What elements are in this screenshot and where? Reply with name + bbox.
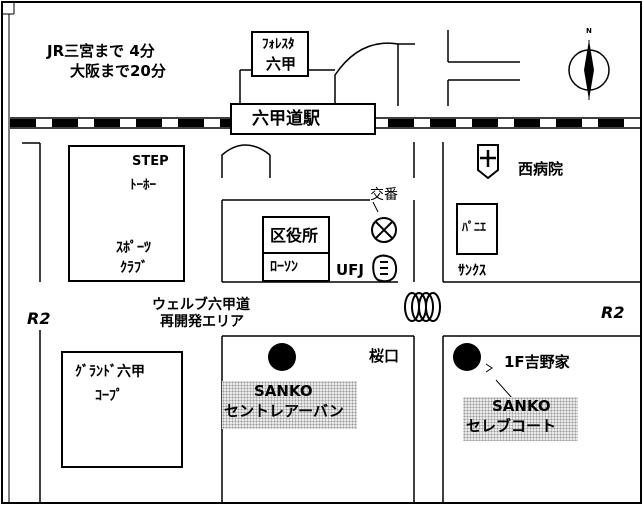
access-line-1: JR三宮まで 4分 bbox=[47, 42, 155, 60]
police-box-icon bbox=[371, 217, 397, 243]
road-r2-left: R2 bbox=[27, 309, 51, 328]
sanko-celeb-area bbox=[463, 397, 578, 441]
panie-label: ﾊﾟﾆｴ bbox=[462, 220, 487, 234]
panie-box: ﾊﾟﾆｴ bbox=[456, 203, 498, 255]
toho-label: ﾄｰﾎｰ bbox=[130, 178, 156, 193]
grand-rokko-box: ｸﾞﾗﾝﾄﾞ六甲 ｺｰﾌﾟ bbox=[61, 351, 183, 468]
station-label: 六甲道駅 bbox=[252, 109, 320, 129]
lawson-label: ﾛｰｿﾝ bbox=[270, 259, 298, 275]
sunkus-label: ｻﾝｸｽ bbox=[458, 263, 486, 279]
sanko-celeb-line-2: セレブコート bbox=[466, 417, 557, 435]
compass-icon bbox=[568, 40, 610, 100]
sanko-central-line-2: セントレアーバン bbox=[224, 402, 344, 420]
koban-label: 交番 bbox=[370, 187, 398, 203]
grand-rokko-line-2: ｺｰﾌﾟ bbox=[95, 388, 123, 404]
sanko-central-marker bbox=[268, 343, 296, 371]
overpass-ovals bbox=[404, 292, 441, 322]
sanko-celeb-marker bbox=[453, 343, 481, 371]
hospital-label: 西病院 bbox=[518, 160, 564, 178]
step-sports-block: STEP ﾄｰﾎｰ ｽﾎﾟｰﾂ ｸﾗﾌﾞ bbox=[68, 145, 185, 282]
bank-icon bbox=[372, 254, 398, 283]
ufj-label: UFJ bbox=[336, 261, 365, 279]
area-line-1: ウェルブ六甲道 bbox=[152, 297, 250, 313]
sports-line-2: ｸﾗﾌﾞ bbox=[120, 260, 148, 276]
forest-rokko-box: ﾌｫﾚｽﾀ 六甲 bbox=[251, 31, 309, 77]
grand-rokko-line-1: ｸﾞﾗﾝﾄﾞ六甲 bbox=[75, 364, 145, 380]
road-r2-right: R2 bbox=[601, 303, 625, 322]
compass-north-label: N bbox=[586, 27, 592, 35]
forest-rokko-line-1: ﾌｫﾚｽﾀ bbox=[262, 37, 295, 52]
ward-office-box: 区役所 ﾛｰｿﾝ bbox=[262, 216, 330, 282]
ward-office-label: 区役所 bbox=[270, 226, 319, 245]
step-label: STEP bbox=[132, 154, 169, 169]
sanko-central-line-1: SANKO bbox=[254, 382, 313, 400]
hospital-icon bbox=[477, 144, 499, 180]
area-line-2: 再開発エリア bbox=[160, 314, 244, 330]
sports-line-1: ｽﾎﾟｰﾂ bbox=[116, 240, 151, 256]
station-box: 六甲道駅 bbox=[230, 103, 376, 135]
access-line-2: 大阪まで20分 bbox=[70, 62, 166, 80]
forest-rokko-line-2: 六甲 bbox=[266, 55, 297, 73]
sanko-celeb-line-1: SANKO bbox=[492, 397, 551, 415]
yoshinoya-label: 1F吉野家 bbox=[504, 353, 570, 371]
sanko-central-area bbox=[222, 381, 357, 429]
sakuraguchi-label: 桜口 bbox=[369, 347, 400, 365]
